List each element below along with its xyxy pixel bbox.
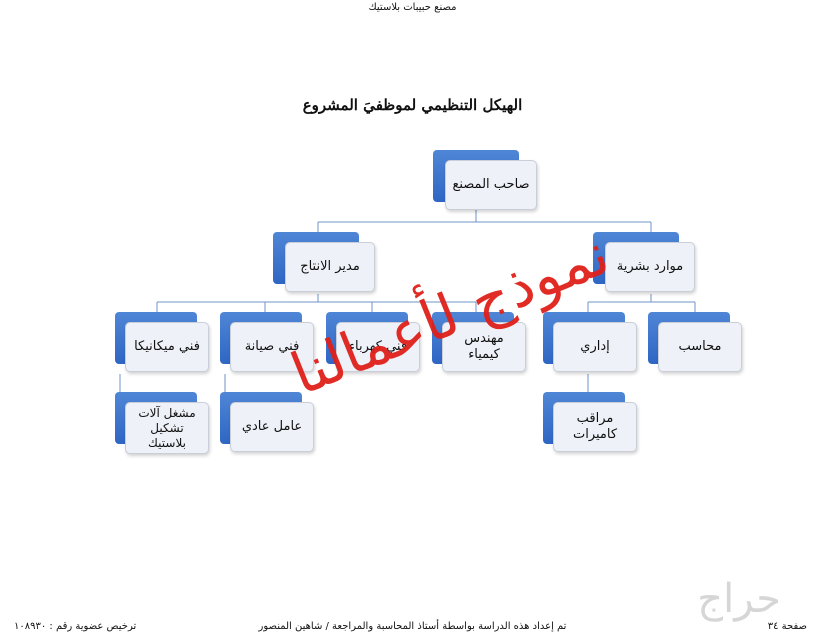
node-human-resources-label: موارد بشرية [605,242,695,292]
node-worker: عامل عادي [220,392,316,454]
node-production-manager: مدير الانتاج [273,232,377,294]
node-camera-monitor-label: مراقب كاميرات [553,402,637,452]
node-administrative: إداري [543,312,639,374]
node-administrative-label: إداري [553,322,637,372]
node-human-resources: موارد بشرية [593,232,697,294]
node-owner-label: صاحب المصنع [445,160,537,210]
node-maintenance: فني صيانة [220,312,316,374]
node-chemical-engineer: مهندس كيمياء [432,312,528,374]
footer-license: ترخيص عضوية رقم : ١٠٨٩٣٠ [14,621,137,632]
node-camera-monitor: مراقب كاميرات [543,392,639,454]
node-chemical-engineer-label: مهندس كيمياء [442,322,526,372]
node-machine-operator: مشغل آلات تشكيل بلاستيك [115,392,211,456]
node-owner: صاحب المصنع [433,150,539,212]
node-machine-operator-label: مشغل آلات تشكيل بلاستيك [125,402,209,454]
haraj-logo: حراج [697,576,781,622]
node-production-manager-label: مدير الانتاج [285,242,375,292]
node-worker-label: عامل عادي [230,402,314,452]
footer-credit: تم إعداد هذه الدراسة بواسطة أستاذ المحاس… [258,621,567,632]
node-accountant: محاسب [648,312,744,374]
page-title: الهيكل التنظيمي لموظفيَ المشروع [302,96,523,114]
node-electrician: فني كهرباء [326,312,422,374]
footer-page-number: صفحة ٣٤ [767,621,807,632]
page-header: مصنع حبيبات بلاستيك [368,2,457,13]
node-maintenance-label: فني صيانة [230,322,314,372]
node-electrician-label: فني كهرباء [336,322,420,372]
node-accountant-label: محاسب [658,322,742,372]
node-mechanic: فني ميكانيكا [115,312,211,374]
node-mechanic-label: فني ميكانيكا [125,322,209,372]
